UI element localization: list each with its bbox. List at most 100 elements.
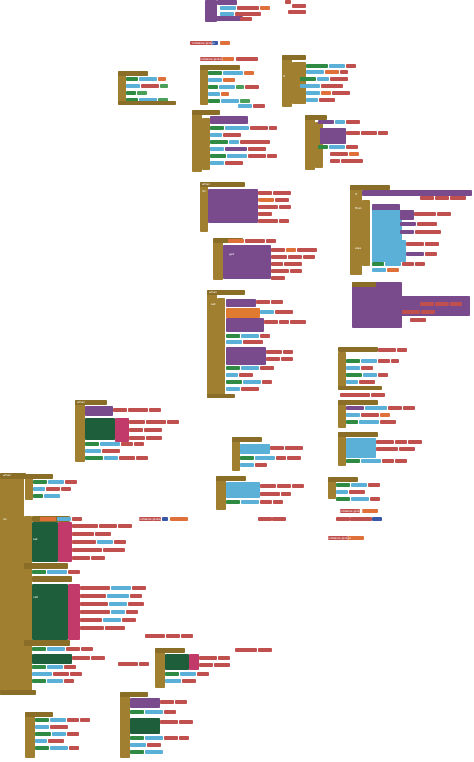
value-block[interactable] [378,359,390,363]
code-block[interactable] [350,517,372,521]
value-block[interactable] [335,120,345,124]
value-block[interactable] [286,248,296,252]
value-block[interactable] [417,222,437,226]
value-block[interactable] [290,269,302,273]
code-block[interactable] [115,418,129,442]
value-block[interactable] [97,540,113,544]
value-block[interactable] [321,91,331,95]
value-block[interactable] [114,540,126,544]
value-block[interactable] [235,12,261,16]
value-block[interactable] [129,428,143,432]
value-block[interactable] [72,540,96,544]
value-block[interactable] [210,140,228,144]
value-block[interactable] [340,393,370,397]
code-block[interactable] [85,406,113,416]
value-block[interactable] [437,212,451,216]
value-block[interactable] [359,380,375,384]
value-block[interactable] [146,436,162,440]
value-block[interactable] [208,99,220,103]
value-block[interactable] [306,98,318,102]
value-block[interactable] [53,672,69,676]
value-block[interactable] [81,647,93,651]
code-block[interactable] [258,517,272,521]
value-block[interactable] [266,239,276,243]
value-block[interactable] [226,366,240,370]
value-block[interactable] [284,262,302,266]
code-block[interactable] [338,400,346,428]
value-block[interactable] [47,679,63,683]
value-block[interactable] [164,736,178,740]
value-block[interactable] [341,159,363,163]
value-block[interactable] [160,700,174,704]
value-block[interactable] [32,672,52,676]
value-block[interactable] [300,84,320,88]
value-block[interactable] [271,255,287,259]
value-block[interactable] [100,442,120,446]
value-block[interactable] [50,725,68,729]
value-block[interactable] [145,634,165,638]
value-block[interactable] [317,77,329,81]
value-block[interactable] [292,484,304,488]
value-block[interactable] [72,532,94,536]
value-block[interactable] [80,586,110,590]
global-block[interactable] [190,41,212,45]
value-block[interactable] [371,393,385,397]
code-block[interactable] [288,10,306,14]
value-block[interactable] [46,487,60,491]
value-block[interactable] [33,494,43,498]
value-block[interactable] [104,456,118,460]
value-block[interactable] [44,494,60,498]
value-block[interactable] [105,626,125,630]
value-block[interactable] [248,154,266,158]
value-block[interactable] [276,456,286,460]
code-block[interactable] [217,298,225,396]
value-block[interactable] [258,205,278,209]
value-block[interactable] [179,736,189,740]
code-block[interactable] [207,394,235,398]
value-block[interactable] [281,492,291,496]
global-block[interactable] [328,536,348,540]
value-block[interactable] [160,84,168,88]
value-block[interactable] [306,91,320,95]
code-block[interactable] [189,654,199,670]
value-block[interactable] [64,665,76,669]
event-block[interactable] [25,474,33,500]
value-block[interactable] [32,570,46,574]
value-block[interactable] [290,320,306,324]
value-block[interactable] [275,198,289,202]
value-block[interactable] [126,84,140,88]
value-block[interactable] [61,487,71,491]
value-block[interactable] [255,456,275,460]
value-block[interactable] [33,480,47,484]
code-block[interactable] [32,584,68,640]
value-block[interactable] [387,268,399,272]
value-block[interactable] [134,442,144,446]
value-block[interactable] [225,161,243,165]
value-block[interactable] [180,672,196,676]
value-block[interactable] [223,78,235,82]
code-block[interactable] [32,654,72,664]
value-block[interactable] [378,373,388,377]
value-block[interactable] [33,487,45,491]
value-block[interactable] [160,720,178,724]
value-block[interactable] [260,484,276,488]
value-block[interactable] [47,647,65,651]
value-block[interactable] [346,459,360,463]
value-block[interactable] [346,145,358,149]
value-block[interactable] [48,739,64,743]
code-block[interactable] [68,584,80,640]
code-block[interactable] [362,200,370,266]
value-block[interactable] [361,366,373,370]
value-block[interactable] [346,64,356,68]
event-block[interactable] [200,182,208,232]
value-block[interactable] [336,497,350,501]
code-block[interactable] [85,418,115,440]
code-block[interactable] [236,57,258,61]
code-block[interactable] [200,182,245,187]
value-block[interactable] [179,720,193,724]
global-block[interactable] [200,57,222,61]
value-block[interactable] [35,746,49,750]
value-block[interactable] [382,459,394,463]
value-block[interactable] [330,152,348,156]
